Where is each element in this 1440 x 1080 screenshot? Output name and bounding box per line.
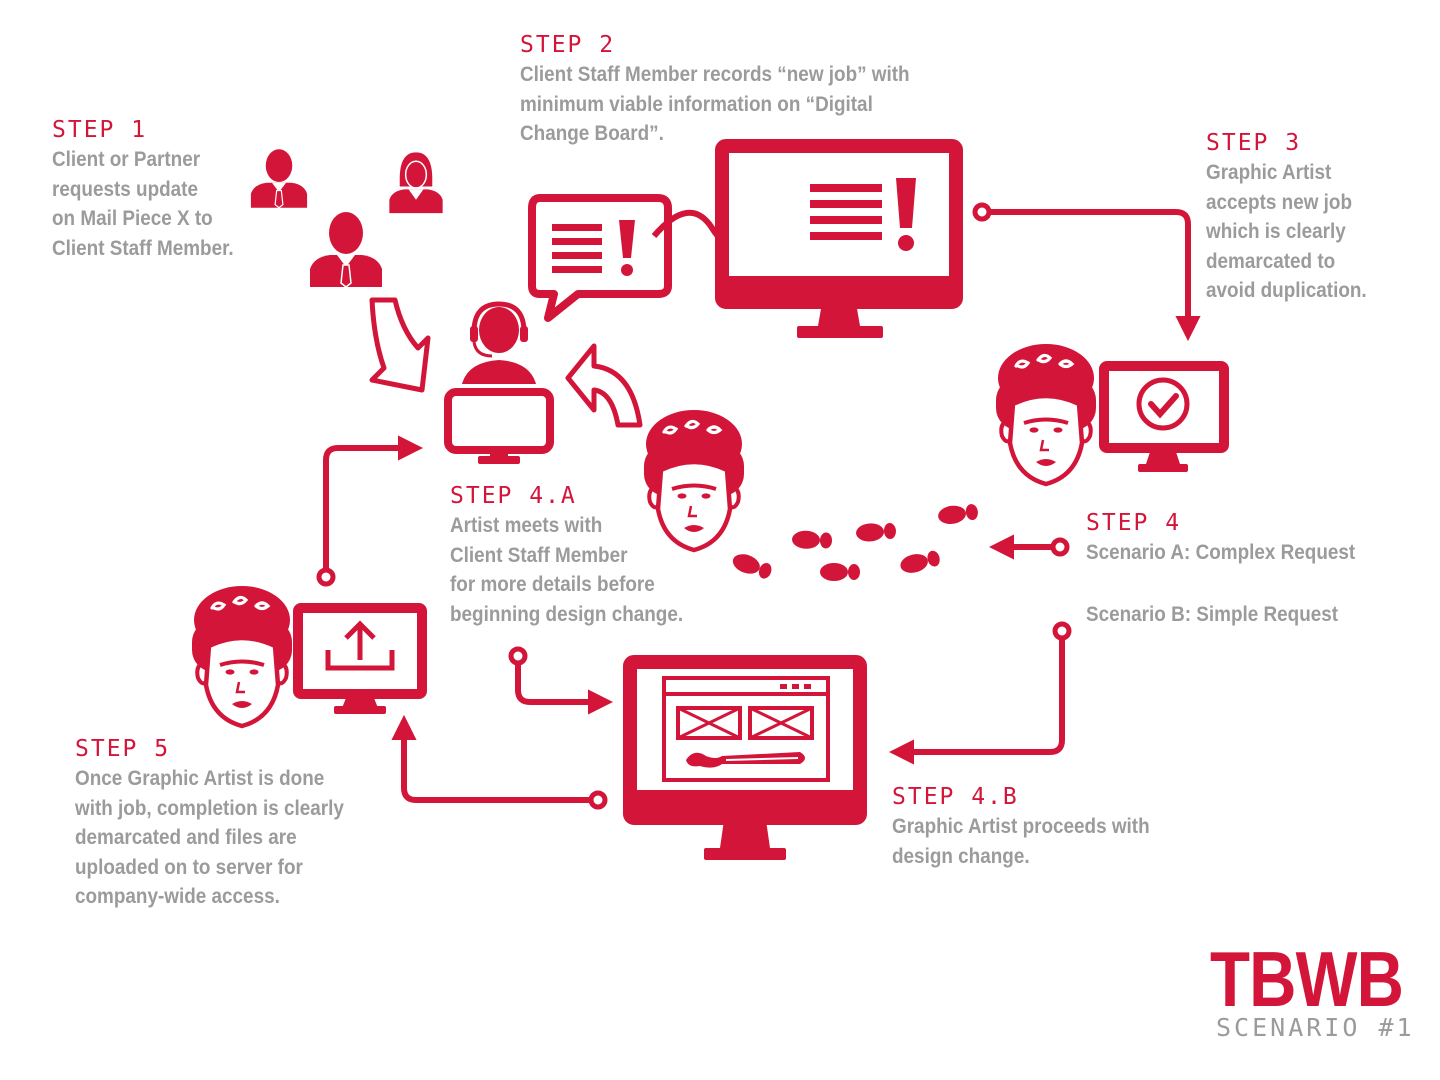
step-4-description: Scenario A: Complex Request Scenario B: … xyxy=(1086,538,1355,629)
step-3-line: avoid duplication. xyxy=(1206,279,1367,302)
step-5-line: uploaded on to server for xyxy=(75,855,303,879)
step-4a-line: Artist meets with xyxy=(450,514,603,537)
step-4a-line: Client Staff Member xyxy=(450,543,628,567)
upload-connector xyxy=(323,435,424,570)
step-4-title: STEP 4 xyxy=(1086,510,1182,536)
step-4b-line: design change. xyxy=(892,844,1030,868)
artist-icon xyxy=(192,586,292,726)
step-5: STEP 5 Once Graphic Artist is done with … xyxy=(75,734,374,912)
step-2: STEP 2 Client Staff Member records “new … xyxy=(520,30,953,149)
scenario-a-label: Scenario A: Complex Request xyxy=(1086,541,1356,564)
step-3-line: Graphic Artist xyxy=(1206,161,1332,184)
footprints-icon xyxy=(732,504,978,581)
brand-logo: TBWB xyxy=(1210,935,1404,1023)
step-3-line: demarcated to xyxy=(1206,249,1336,273)
step5-connector xyxy=(391,714,591,803)
digital-change-board-monitor-icon xyxy=(715,139,963,338)
checkmark-monitor-icon xyxy=(1099,361,1229,472)
step-4b-description: Graphic Artist proceeds with design chan… xyxy=(892,812,1150,871)
step-1-line: on Mail Piece X to xyxy=(52,207,213,230)
step-3-title: STEP 3 xyxy=(1206,130,1302,156)
step-5-line: demarcated and files are xyxy=(75,826,297,849)
step-1-line: Client Staff Member. xyxy=(52,236,234,260)
step-2-description: Client Staff Member records “new job” wi… xyxy=(520,60,910,149)
step-4a-title: STEP 4.A xyxy=(450,483,577,509)
step-4b: STEP 4.B Graphic Artist proceeds with de… xyxy=(892,782,1178,871)
meet-arrow xyxy=(565,343,643,428)
step-2-title: STEP 2 xyxy=(520,32,616,58)
step-3-description: Graphic Artist accepts new job which is … xyxy=(1206,158,1367,306)
step-1-line: Client or Partner xyxy=(52,148,201,171)
artist-icon xyxy=(996,344,1096,484)
step4a-connector xyxy=(515,663,614,715)
step-1-line: requests update xyxy=(52,177,198,201)
client-person-icon xyxy=(250,148,308,209)
client-person-icon xyxy=(309,211,383,288)
step-4b-title: STEP 4.B xyxy=(892,784,1019,810)
notification-speech-bubble-icon xyxy=(528,194,672,322)
step-4a: STEP 4.A Artist meets with Client Staff … xyxy=(450,481,709,629)
step-3-line: accepts new job xyxy=(1206,190,1352,214)
request-arrow xyxy=(369,297,431,393)
step-2-line: minimum viable information on “Digital xyxy=(520,92,873,116)
step-5-line: Once Graphic Artist is done xyxy=(75,767,325,790)
step-5-title: STEP 5 xyxy=(75,736,171,762)
step-3-line: which is clearly xyxy=(1206,220,1346,243)
design-monitor-icon xyxy=(623,655,867,860)
step-3: STEP 3 Graphic Artist accepts new job wh… xyxy=(1206,128,1385,306)
scenario-label: SCENARIO #1 xyxy=(1216,1013,1415,1042)
step-2-line: Client Staff Member records “new job” wi… xyxy=(520,63,910,86)
brand-block: TBWB SCENARIO #1 xyxy=(1210,938,1440,1042)
upload-monitor-icon xyxy=(293,603,427,714)
step-1-description: Client or Partner requests update on Mai… xyxy=(52,145,234,263)
step-4a-line: beginning design change. xyxy=(450,602,684,626)
step-5-line: company-wide access. xyxy=(75,885,280,908)
step-5-description: Once Graphic Artist is done with job, co… xyxy=(75,764,344,912)
step-1: STEP 1 Client or Partner requests update… xyxy=(52,115,254,263)
scenario-b-connector xyxy=(888,638,1065,765)
scenario-b-label: Scenario B: Simple Request xyxy=(1086,602,1339,626)
step-4a-description: Artist meets with Client Staff Member fo… xyxy=(450,511,683,629)
client-staff-headset-icon xyxy=(444,301,554,464)
step-5-line: with job, completion is clearly xyxy=(75,796,344,820)
accept-connector xyxy=(989,209,1201,342)
partner-person-icon xyxy=(389,152,443,214)
step-4a-line: for more details before xyxy=(450,573,655,596)
step-4: STEP 4 Scenario A: Complex Request Scena… xyxy=(1086,508,1385,629)
step-2-line: Change Board”. xyxy=(520,122,664,145)
step-4b-line: Graphic Artist proceeds with xyxy=(892,815,1150,838)
step-1-title: STEP 1 xyxy=(52,117,148,143)
